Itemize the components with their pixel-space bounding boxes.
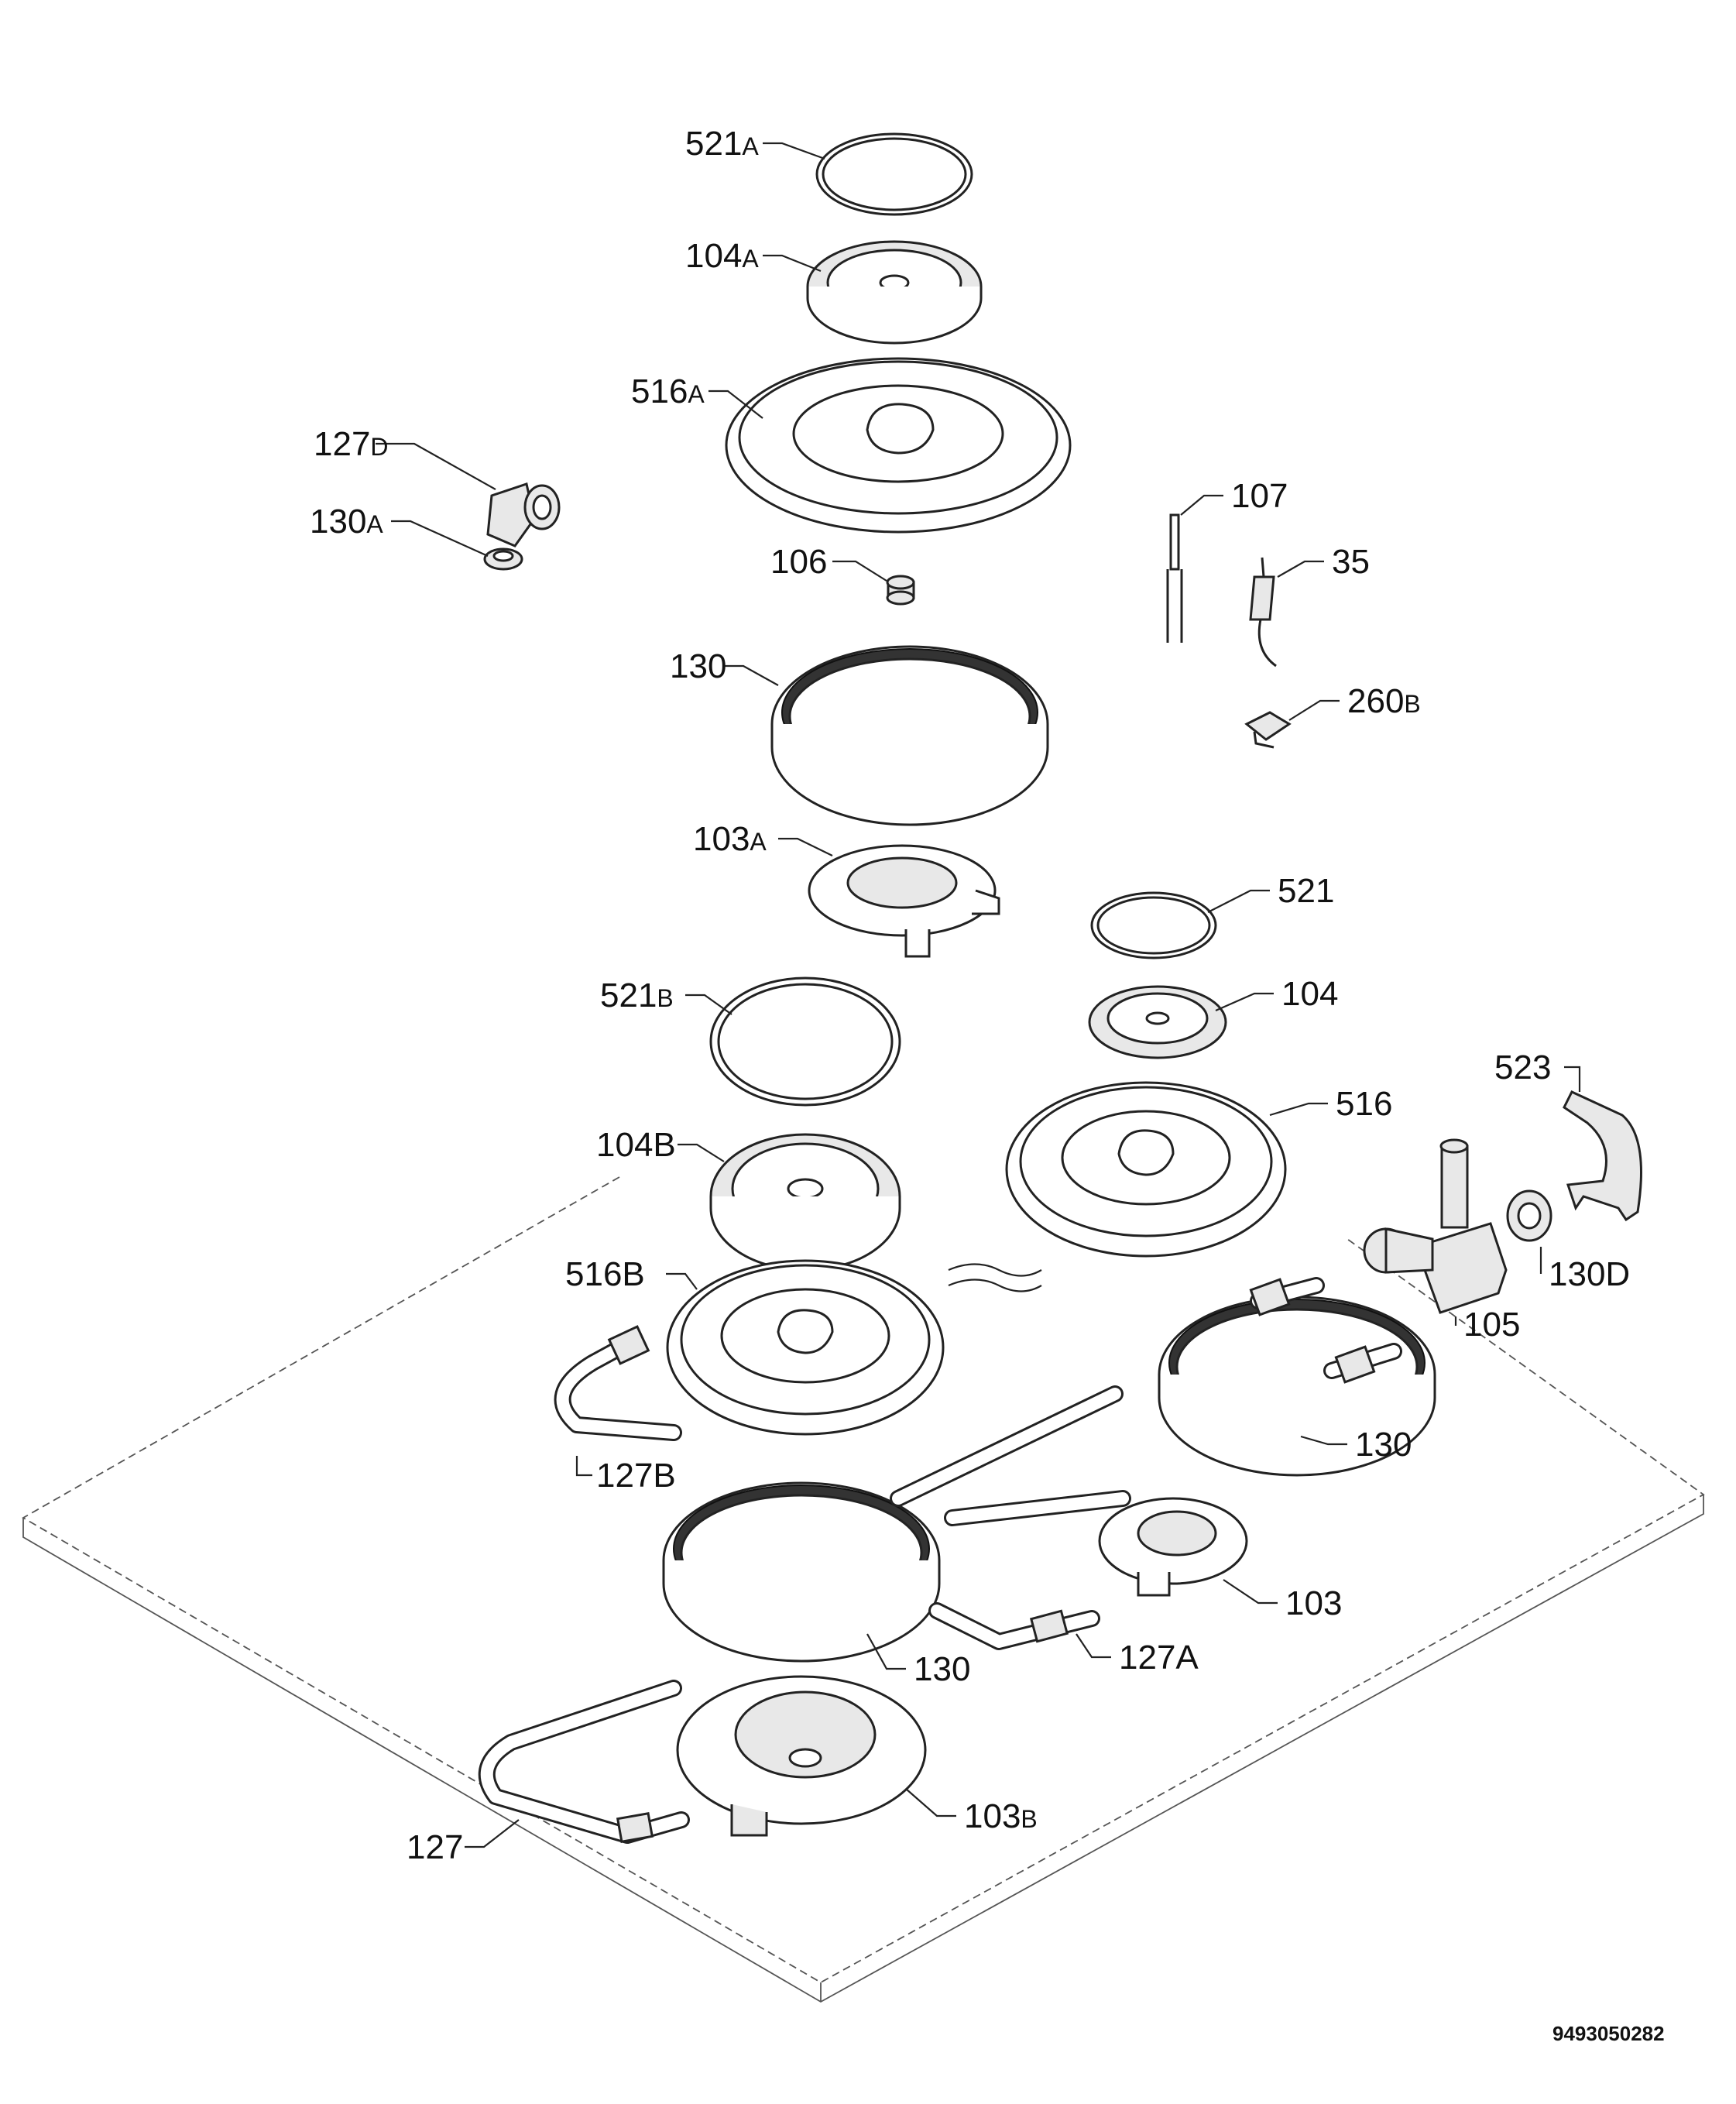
callout-103b: 103B bbox=[964, 1797, 1038, 1835]
thermocouple-107 bbox=[1166, 513, 1183, 643]
cap-ring-521a bbox=[815, 132, 973, 216]
burner-cup-103b bbox=[676, 1675, 927, 1837]
callout-105: 105 bbox=[1463, 1306, 1520, 1344]
burner-head-104b bbox=[709, 1133, 901, 1272]
burner-ring-130-bottom bbox=[662, 1481, 941, 1663]
callout-260b: 260B bbox=[1347, 682, 1421, 720]
cap-ring-521b bbox=[709, 976, 901, 1107]
burner-cup-103a bbox=[808, 844, 1000, 958]
burner-cap-516b bbox=[666, 1259, 945, 1436]
burner-cup-103 bbox=[1098, 1497, 1248, 1597]
callout-130d: 130D bbox=[1549, 1255, 1630, 1293]
callout-516: 516 bbox=[1336, 1085, 1392, 1123]
callout-103: 103 bbox=[1285, 1584, 1342, 1622]
clip-260b bbox=[1244, 711, 1292, 749]
burner-ring-130-top bbox=[770, 645, 1049, 826]
callout-104: 104 bbox=[1281, 975, 1338, 1013]
callout-106: 106 bbox=[770, 543, 827, 581]
seal-130a bbox=[483, 547, 523, 571]
callout-127b: 127B bbox=[596, 1457, 676, 1495]
callout-130-top: 130 bbox=[670, 647, 726, 685]
callout-127a: 127A bbox=[1119, 1639, 1199, 1677]
callout-35: 35 bbox=[1332, 543, 1370, 581]
bracket-523 bbox=[1563, 1090, 1642, 1222]
burner-cap-516 bbox=[1005, 1081, 1287, 1258]
callout-130-bottom: 130 bbox=[914, 1650, 970, 1688]
callout-107: 107 bbox=[1231, 477, 1288, 515]
callout-127: 127 bbox=[407, 1828, 463, 1866]
seal-130d bbox=[1506, 1189, 1552, 1242]
callout-labels: 521A 104A 516A 127D 130A 106 107 35 130 … bbox=[310, 125, 1630, 1866]
injector-106 bbox=[886, 575, 915, 606]
burner-ring-130-right bbox=[1158, 1296, 1436, 1477]
callout-516a: 516A bbox=[631, 372, 705, 410]
hob-plate bbox=[22, 1176, 1705, 2003]
callout-521b: 521B bbox=[600, 976, 674, 1014]
burner-cap-516a bbox=[725, 357, 1072, 534]
document-id: 9493050282 bbox=[1552, 2022, 1665, 2045]
callout-130a: 130A bbox=[310, 503, 383, 541]
ignition-electrode-35 bbox=[1249, 557, 1277, 668]
break-marks bbox=[948, 1263, 1042, 1292]
cap-ring-521 bbox=[1090, 891, 1217, 959]
callout-130-right: 130 bbox=[1355, 1426, 1412, 1464]
callout-104b: 104B bbox=[596, 1126, 676, 1164]
callout-127d: 127D bbox=[314, 425, 389, 463]
burner-head-104 bbox=[1088, 985, 1227, 1059]
pipe-nuts bbox=[607, 1278, 1376, 1843]
gas-valve-105 bbox=[1363, 1138, 1508, 1314]
callout-516b: 516B bbox=[565, 1255, 645, 1293]
callout-103a: 103A bbox=[693, 820, 767, 858]
elbow-fitting-127d bbox=[486, 482, 561, 547]
callout-104a: 104A bbox=[685, 237, 759, 275]
callout-521a: 521A bbox=[685, 125, 759, 163]
callout-521: 521 bbox=[1278, 872, 1334, 910]
burner-head-104a bbox=[806, 240, 983, 345]
leader-lines bbox=[376, 142, 1581, 1848]
callout-523: 523 bbox=[1494, 1049, 1551, 1086]
